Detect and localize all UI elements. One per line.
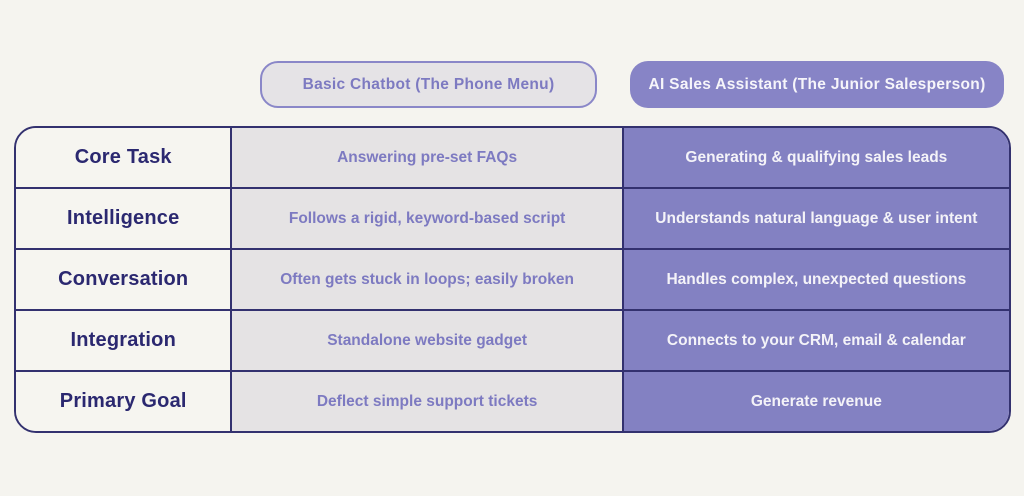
row-label: Core Task — [16, 128, 231, 187]
basic-chatbot-value: Often gets stuck in loops; easily broken — [230, 250, 622, 309]
basic-chatbot-header-pill: Basic Chatbot (The Phone Menu) — [260, 61, 597, 108]
basic-chatbot-value: Follows a rigid, keyword-based script — [230, 189, 622, 248]
basic-chatbot-value: Answering pre-set FAQs — [230, 128, 622, 187]
ai-assistant-value: Understands natural language & user inte… — [621, 189, 1009, 248]
ai-assistant-value: Handles complex, unexpected questions — [621, 250, 1009, 309]
table-row-core-task: Core Task Answering pre-set FAQs Generat… — [16, 128, 1009, 187]
table-row-integration: Integration Standalone website gadget Co… — [16, 309, 1009, 370]
row-label: Conversation — [16, 250, 231, 309]
table-row-primary-goal: Primary Goal Deflect simple support tick… — [16, 370, 1009, 431]
basic-chatbot-value: Standalone website gadget — [230, 311, 622, 370]
row-label: Primary Goal — [16, 372, 231, 431]
row-label: Intelligence — [16, 189, 231, 248]
basic-chatbot-value: Deflect simple support tickets — [230, 372, 622, 431]
comparison-table: Core Task Answering pre-set FAQs Generat… — [14, 126, 1011, 433]
table-row-intelligence: Intelligence Follows a rigid, keyword-ba… — [16, 187, 1009, 248]
ai-assistant-value: Generating & qualifying sales leads — [621, 128, 1009, 187]
ai-sales-assistant-header-label: AI Sales Assistant (The Junior Salespers… — [648, 75, 986, 93]
ai-sales-assistant-header-pill: AI Sales Assistant (The Junior Salespers… — [630, 61, 1004, 108]
row-label: Integration — [16, 311, 231, 370]
ai-assistant-value: Connects to your CRM, email & calendar — [621, 311, 1009, 370]
basic-chatbot-header-label: Basic Chatbot (The Phone Menu) — [302, 75, 555, 93]
ai-assistant-value: Generate revenue — [621, 372, 1009, 431]
table-row-conversation: Conversation Often gets stuck in loops; … — [16, 248, 1009, 309]
